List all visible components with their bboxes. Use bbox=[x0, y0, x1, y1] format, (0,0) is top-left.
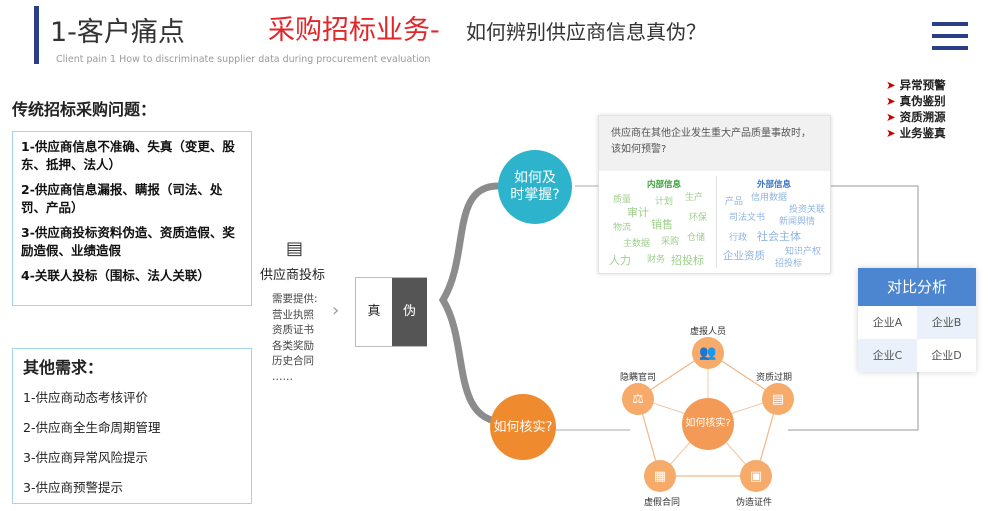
company-cell: 企业C bbox=[858, 339, 917, 372]
chevron-right-icon: › bbox=[332, 300, 340, 321]
supplier-bid-label: 供应商投标 bbox=[260, 268, 326, 283]
word-tag: 财务 bbox=[647, 255, 666, 265]
word-tag: 仓储 bbox=[687, 233, 706, 243]
true-false-toggle[interactable]: 真 伪 bbox=[355, 277, 427, 347]
need-item: 2-供应商全生命周期管理 bbox=[23, 420, 161, 435]
word-tag: 信用数据 bbox=[751, 193, 788, 203]
word-tag: 投资关联 bbox=[789, 205, 826, 215]
issue-item: 3-供应商投标资料伪造、资质造假、奖励造假、业绩造假 bbox=[21, 225, 235, 258]
title-accent-bar bbox=[34, 6, 39, 64]
forged-certificate-icon: ▣ bbox=[740, 460, 772, 492]
word-tag: 采购 bbox=[661, 237, 680, 247]
supplier-requirements: 需要提供: 营业执照 资质证书 各类奖励 历史合同 …… bbox=[272, 293, 318, 383]
word-tag: 知识产权 bbox=[785, 247, 822, 257]
fake-staff-icon: 👥 bbox=[692, 337, 724, 369]
compare-analysis-panel: 对比分析 企业A 企业B 企业C 企业D bbox=[858, 268, 976, 372]
word-tag: 物流 bbox=[613, 223, 632, 233]
need-item: 3-供应商预警提示 bbox=[23, 480, 123, 495]
traditional-title: 传统招标采购问题： bbox=[12, 100, 157, 119]
feature-item: ➤ 异常预警 bbox=[886, 78, 946, 92]
word-tag: 主数据 bbox=[623, 239, 651, 249]
compare-title: 对比分析 bbox=[858, 268, 976, 306]
word-tag: 销售 bbox=[651, 218, 673, 231]
company-cell: 企业B bbox=[917, 306, 976, 339]
page-title: 1-客户痛点 bbox=[50, 17, 185, 48]
issue-item: 2-供应商信息漏报、瞒报（司法、处罚、产品） bbox=[21, 182, 223, 215]
company-cell: 企业D bbox=[931, 349, 962, 362]
expired-qualification-label: 资质过期 bbox=[756, 373, 793, 383]
feature-item: ➤ 真伪鉴别 bbox=[886, 94, 946, 108]
feature-item: ➤ 资质溯源 bbox=[886, 110, 946, 124]
fake-contract-label: 虚假合同 bbox=[644, 498, 681, 508]
word-tag: 企业资质 bbox=[723, 250, 765, 262]
forged-certificate-label: 伪造证件 bbox=[736, 498, 773, 508]
word-tag: 计划 bbox=[655, 197, 674, 207]
need-item: 3-供应商异常风险提示 bbox=[23, 450, 148, 465]
word-tag: 新闻舆情 bbox=[779, 217, 816, 227]
feature-list: ➤ 异常预警 ➤ 真伪鉴别 ➤ 资质溯源 ➤ 业务鉴真 bbox=[886, 77, 946, 141]
feature-item: ➤ 业务鉴真 bbox=[886, 126, 946, 140]
false-label: 伪 bbox=[392, 278, 427, 346]
word-tag: 招投标 bbox=[671, 254, 704, 267]
word-tag: 生产 bbox=[685, 193, 704, 203]
how-to-verify-circle: 如何核实? bbox=[490, 394, 556, 460]
how-to-track-circle: 如何及时掌握? bbox=[498, 150, 572, 224]
menu-icon[interactable] bbox=[932, 22, 968, 54]
verify-center-node: 如何核实? bbox=[682, 398, 734, 450]
word-tag: 质量 bbox=[613, 195, 632, 205]
word-tag: 行政 bbox=[729, 233, 748, 243]
hidden-lawsuit-label: 隐瞒官司 bbox=[620, 373, 657, 383]
hidden-lawsuit-icon: ⚖ bbox=[622, 383, 654, 415]
word-tag: 招投标 bbox=[775, 259, 803, 269]
issue-item: 1-供应商信息不准确、失真（变更、股东、抵押、法人） bbox=[21, 139, 235, 172]
word-tag: 社会主体 bbox=[757, 230, 801, 243]
page-question: 如何辨别供应商信息真伪？ bbox=[466, 20, 706, 44]
word-tag: 人力 bbox=[609, 254, 631, 267]
word-tag: 司法文书 bbox=[729, 213, 766, 223]
other-needs-title: 其他需求： bbox=[23, 358, 104, 377]
card-question: 供应商在其他企业发生重大产品质量事故时，该如何预警? bbox=[599, 116, 830, 171]
info-card: 供应商在其他企业发生重大产品质量事故时，该如何预警? 内部信息 外部信息 质量 … bbox=[598, 115, 831, 274]
external-info-title: 外部信息 bbox=[757, 180, 792, 190]
issue-item: 4-关联人投标（围标、法人关联） bbox=[21, 268, 210, 283]
page-title-highlight: 采购招标业务- bbox=[268, 15, 440, 46]
fake-contract-icon: ▦ bbox=[644, 460, 676, 492]
need-item: 1-供应商动态考核评价 bbox=[23, 390, 148, 405]
traditional-issues-box: 1-供应商信息不准确、失真（变更、股东、抵押、法人） 2-供应商信息漏报、瞒报（… bbox=[12, 131, 252, 306]
internal-info-title: 内部信息 bbox=[647, 180, 682, 190]
fake-staff-label: 虚报人员 bbox=[690, 327, 727, 337]
true-label: 真 bbox=[367, 304, 381, 319]
expired-qualification-icon: ▤ bbox=[762, 383, 794, 415]
page-subtitle: Client pain 1 How to discriminate suppli… bbox=[56, 54, 431, 65]
document-icon: ▤ bbox=[286, 238, 304, 259]
other-needs-box: 其他需求： 1-供应商动态考核评价 2-供应商全生命周期管理 3-供应商异常风险… bbox=[12, 348, 252, 504]
word-tag: 审计 bbox=[627, 206, 649, 219]
word-tag: 产品 bbox=[725, 197, 744, 207]
company-cell: 企业A bbox=[872, 316, 903, 329]
word-tag: 环保 bbox=[689, 213, 708, 223]
